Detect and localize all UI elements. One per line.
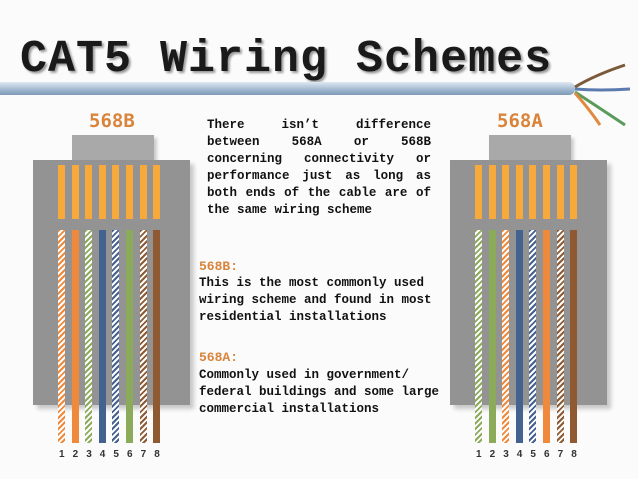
568b-description: This is the most commonly used wiring sc… — [199, 276, 432, 324]
568a-pin-number: 8 — [571, 449, 577, 460]
568b-pin-number: 6 — [127, 449, 133, 460]
568b-pin-number: 4 — [99, 449, 106, 460]
568b-pin-number: 8 — [154, 449, 160, 460]
568a-pin-number: 5 — [530, 449, 536, 460]
568a-heading: 568A: — [199, 350, 239, 365]
568a-description: Commonly used in government/ federal bui… — [199, 368, 440, 416]
568b-wire-orange-white — [58, 230, 65, 443]
568b-pin-7 — [139, 165, 147, 219]
568b-wire-green-white — [85, 230, 93, 443]
568a-wire-brown-white — [556, 230, 564, 443]
568a-pin-5 — [529, 165, 537, 219]
intro-text: There isn’t difference between 568A or 5… — [207, 118, 431, 217]
568b-pin-number: 7 — [140, 449, 147, 460]
568a-wire-blue — [515, 230, 523, 443]
568a-pin-6 — [543, 165, 550, 219]
568b-pin-number: 3 — [86, 449, 92, 460]
568a-wire-green-white — [475, 230, 482, 443]
568b-label: 568B — [89, 110, 135, 132]
568a-wire-green — [488, 230, 496, 443]
568a-pin-3 — [502, 165, 510, 219]
568a-wire-brown — [570, 230, 578, 443]
568a-wire-blue-white — [529, 230, 537, 443]
568b-pin-number: 2 — [72, 449, 79, 460]
568b-pin-1 — [58, 165, 65, 219]
568a-label: 568A — [497, 110, 543, 132]
568b-heading: 568B: — [199, 259, 239, 274]
568b-pin-4 — [98, 165, 106, 219]
568a-pin-number: 2 — [489, 449, 496, 460]
568a-pin-number: 4 — [516, 449, 523, 460]
568a-wire-orange-white — [502, 230, 510, 443]
right-connector-tab — [489, 135, 571, 163]
cable-wires-icon — [573, 63, 631, 127]
568b-wire-blue-white — [112, 230, 120, 443]
page-title: CAT5 Wiring Schemes — [20, 34, 553, 85]
568b-wire-brown-white — [139, 230, 147, 443]
568b-pin-number: 5 — [113, 449, 119, 460]
left-connector-tab — [72, 135, 154, 163]
cable-graphic — [0, 82, 575, 95]
568b-wire-blue — [98, 230, 106, 443]
568b-wire-green — [126, 230, 133, 443]
568b-pin-number: 1 — [59, 449, 65, 460]
568b-pin-8 — [153, 165, 161, 219]
568a-pin-number: 7 — [557, 449, 564, 460]
568b-wire-brown — [153, 230, 161, 443]
568a-pin-4 — [515, 165, 523, 219]
568b-wire-orange — [71, 230, 79, 443]
568b-pin-3 — [85, 165, 93, 219]
568b-pin-2 — [71, 165, 79, 219]
568a-wire-orange — [543, 230, 550, 443]
568a-pin-1 — [475, 165, 482, 219]
568a-pin-2 — [488, 165, 496, 219]
568a-pin-number: 3 — [503, 449, 509, 460]
568a-pin-8 — [570, 165, 578, 219]
568b-pin-6 — [126, 165, 133, 219]
568a-pin-7 — [556, 165, 564, 219]
568a-pin-number: 1 — [476, 449, 482, 460]
568a-pin-number: 6 — [544, 449, 550, 460]
568b-pin-5 — [112, 165, 120, 219]
